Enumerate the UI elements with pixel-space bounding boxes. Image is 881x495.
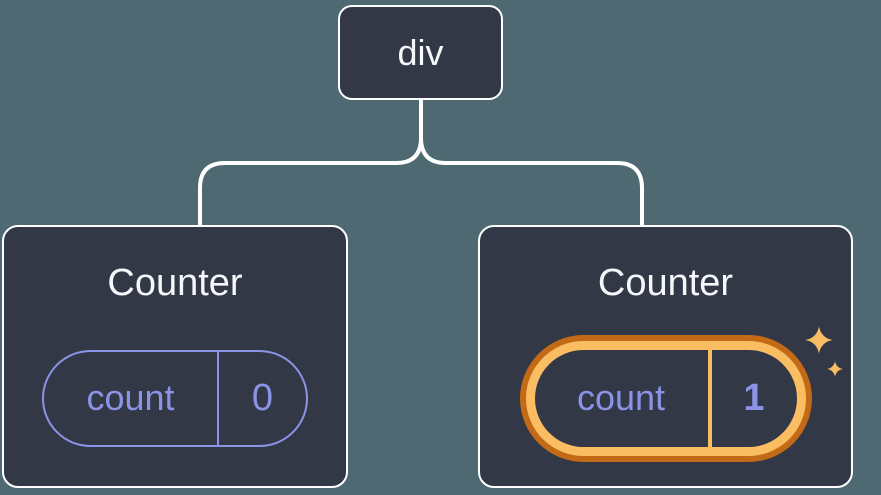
counter-left-title: Counter (107, 262, 243, 304)
tree-node-counter-left: Counter count 0 (2, 225, 348, 488)
highlight-ring-inner: count 1 (525, 340, 806, 456)
tree-node-counter-right: Counter count 1 (478, 225, 853, 488)
state-key-label: count (86, 377, 175, 419)
connector-left-branch (198, 98, 423, 228)
tree-node-div-label: div (397, 31, 444, 73)
tree-node-div: div (338, 5, 503, 100)
sparkle-icon (827, 361, 843, 377)
connector-right-branch (419, 98, 644, 228)
state-value: 0 (217, 351, 306, 445)
counter-right-state-pill: count 1 (534, 349, 797, 447)
state-value: 1 (707, 349, 797, 447)
state-key-label: count (576, 377, 666, 419)
counter-right-title: Counter (597, 262, 734, 304)
counter-left-state-pill: count 0 (42, 349, 308, 447)
sparkle-icon (805, 326, 833, 354)
highlight-ring-outer: count 1 (519, 334, 812, 462)
